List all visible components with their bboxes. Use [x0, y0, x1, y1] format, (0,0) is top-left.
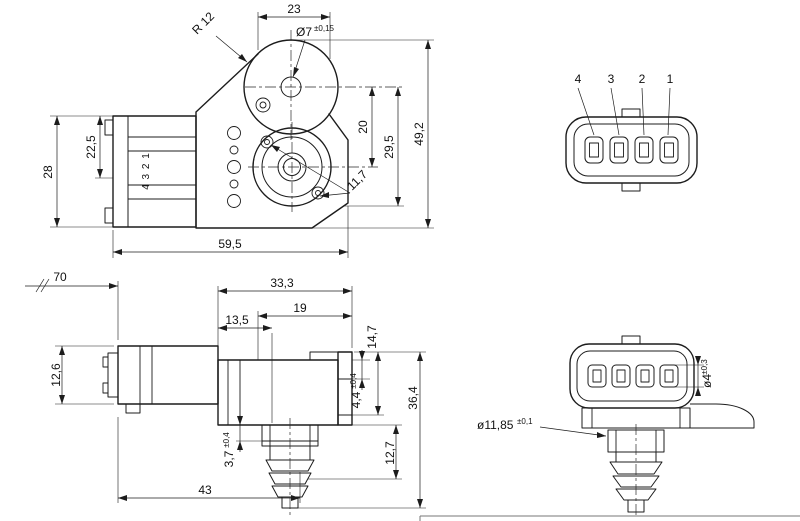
cside-outer-shell — [569, 343, 695, 409]
pin-cavity-2 — [634, 136, 654, 164]
side-endcap-tab-top — [102, 356, 109, 368]
cside-mounting-lug — [690, 403, 755, 429]
pin-cavity-4 — [584, 136, 604, 164]
plan-pin-numbers: 4 3 2 1 — [141, 152, 152, 190]
pin-cavity-1 — [659, 136, 679, 164]
plan-cell-hole-lower-pin — [315, 190, 321, 196]
dim-dia7-tolerance: ±0,15 — [314, 24, 335, 33]
dim-12-7: 12,7 — [383, 441, 397, 465]
cside-oring-grooves — [615, 430, 657, 452]
plan-cell-hole-lower — [311, 186, 325, 200]
face-bottom-tab — [621, 182, 641, 192]
dim-20: 20 — [356, 120, 370, 134]
side-body-step — [309, 351, 338, 360]
plan-connector-details — [127, 116, 196, 227]
dim-3-7-tolerance: ±0,4 — [222, 432, 231, 448]
plan-flange-small-hole-outer — [255, 97, 271, 113]
cside-inner-shell — [576, 350, 688, 402]
plan-extension-lines — [50, 12, 434, 258]
cside-pin-cavity-2 — [635, 364, 655, 388]
cside-pin-terminal-1 — [664, 369, 674, 383]
dim-22-5: 22,5 — [84, 135, 98, 159]
pin-label-1: 1 — [667, 72, 674, 86]
view-plan: 23 R 12 Ø7 ±0,15 22,5 28 20 29,5 49,2 11… — [41, 2, 434, 258]
dim-29-5: 29,5 — [382, 135, 396, 159]
dim-49-2: 49,2 — [412, 122, 426, 146]
cside-base-ribs — [591, 408, 681, 428]
pin-label-4: 4 — [575, 72, 582, 86]
plan-dimension-lines — [56, 16, 429, 253]
face-outer-shell — [565, 116, 698, 184]
face-inner-shell — [573, 123, 690, 177]
cside-pin-terminal-4 — [592, 369, 602, 383]
plan-connector-body — [112, 115, 197, 228]
dim-dia-4: ø4 — [700, 374, 714, 388]
dim-dia-11-85: ø11,85 — [477, 418, 514, 432]
face-pin-leader-lines — [577, 87, 671, 136]
dim-19: 19 — [293, 301, 307, 315]
face-pin-cavities — [584, 136, 679, 164]
pin-label-2: 2 — [639, 72, 646, 86]
dim-4-4-tolerance: ±0,4 — [349, 373, 358, 389]
view-side: 70 33,3 19 13,5 12,6 14,7 4,4 ±0,4 12,7 … — [25, 270, 426, 515]
pin-terminal-4 — [589, 142, 599, 158]
plan-centerlines — [245, 30, 404, 212]
dim-23: 23 — [287, 2, 301, 16]
plan-boss-circles — [227, 126, 241, 208]
pin-terminal-3 — [614, 142, 624, 158]
side-endcap-tab-bottom — [102, 382, 109, 394]
cside-pin-cavity-4 — [587, 364, 607, 388]
plan-body-outline — [195, 53, 349, 229]
dim-dia-11-85-tolerance: ±0,1 — [517, 417, 533, 426]
dim-12-6: 12,6 — [49, 363, 63, 387]
cside-extension-lines — [674, 364, 704, 388]
side-connector-endcap — [107, 352, 119, 398]
plan-connector-tab-top — [104, 119, 114, 136]
cside-pin-terminal-3 — [616, 369, 626, 383]
cside-arrowheads — [597, 356, 701, 438]
pin-cavity-3 — [609, 136, 629, 164]
side-connector-housing — [117, 345, 219, 405]
cside-top-tab — [621, 335, 641, 345]
drawing-frame-border — [419, 515, 800, 521]
dim-33-3: 33,3 — [270, 276, 294, 290]
cside-pin-terminal-2 — [640, 369, 650, 383]
dim-70: 70 — [53, 270, 67, 284]
pin-terminal-1 — [664, 142, 674, 158]
cside-dimension-lines — [539, 356, 699, 437]
side-body-ribs — [227, 360, 352, 425]
dim-dia7: Ø7 — [296, 25, 312, 39]
side-connector-ribs — [139, 346, 153, 404]
side-sensor-body — [217, 359, 339, 426]
dim-dia-4-tolerance: ±0,3 — [700, 359, 709, 375]
plan-flange-small-hole-inner — [259, 101, 267, 109]
face-top-tab — [621, 108, 641, 118]
dim-3-7: 3,7 — [222, 450, 236, 467]
dim-36-4: 36,4 — [406, 386, 420, 410]
cside-pin-cavities — [587, 364, 679, 388]
dim-14-7: 14,7 — [365, 325, 379, 349]
view-connector-side: ø11,85 ±0,1 ø4 ±0,3 — [477, 335, 755, 518]
side-flange-plate — [337, 351, 353, 426]
dim-13-5: 13,5 — [225, 313, 249, 327]
side-port-barbs — [265, 459, 315, 498]
plan-connector-tab-bottom — [104, 207, 114, 224]
side-connector-foot — [125, 403, 141, 414]
side-extension-lines — [55, 281, 426, 509]
cside-port-barbs — [609, 461, 663, 501]
dim-r12: R 12 — [189, 9, 217, 37]
dim-28: 28 — [41, 165, 55, 179]
dim-43: 43 — [198, 483, 212, 497]
plan-cell-hole-upper-pin — [264, 139, 270, 145]
pin-terminal-2 — [639, 142, 649, 158]
pin-label-3: 3 — [608, 72, 615, 86]
cside-pin-cavity-1 — [659, 364, 679, 388]
view-connector-face: 4 3 2 1 — [565, 72, 698, 192]
cside-pin-cavity-3 — [611, 364, 631, 388]
dim-4-4: 4,4 — [349, 391, 363, 408]
side-dimension-lines — [25, 278, 421, 508]
dim-59-5: 59,5 — [218, 237, 242, 251]
plan-cell-hole-upper — [260, 135, 274, 149]
